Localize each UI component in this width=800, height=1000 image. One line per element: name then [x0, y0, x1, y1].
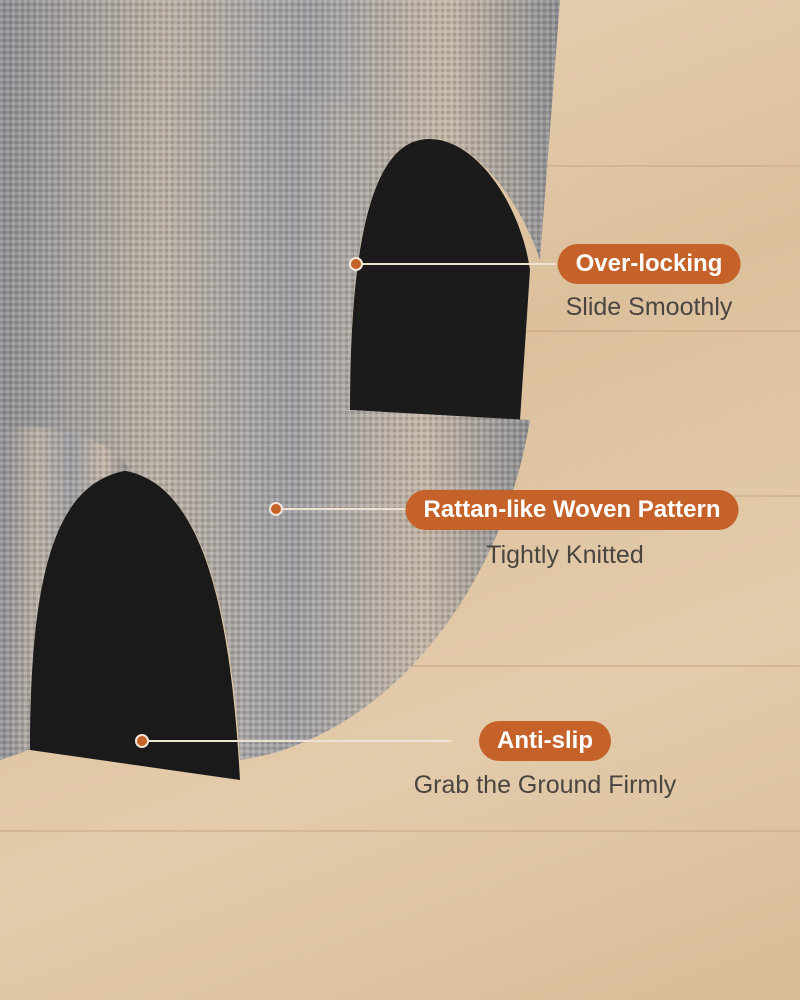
callout-subtitle: Grab the Ground Firmly [413, 771, 677, 799]
floor-seam [0, 830, 800, 832]
callout-dot [135, 734, 149, 748]
mat-middle-layer [0, 86, 530, 760]
callout-subtitle: Slide Smoothly [565, 293, 733, 321]
callout-title: Over-locking [557, 244, 741, 284]
callout-subtitle: Tightly Knitted [486, 541, 644, 569]
callout-dot [349, 257, 363, 271]
callout-title: Rattan-like Woven Pattern [405, 490, 739, 530]
callout-dot [269, 502, 283, 516]
mat-underside-top [350, 139, 530, 420]
callout-line [356, 263, 556, 265]
callout-line [276, 508, 406, 510]
callout-line [142, 740, 452, 742]
mat-underside-bottom [28, 470, 240, 780]
mat-bottom-layer [0, 427, 130, 760]
callout-title: Anti-slip [479, 721, 611, 761]
